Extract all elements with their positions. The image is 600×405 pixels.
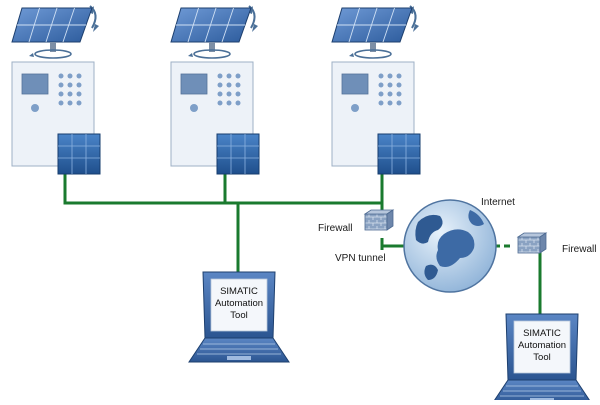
laptop-1-line-2: Automation: [214, 298, 264, 309]
laptop-1-screen-text: SIMATIC Automation Tool: [204, 286, 274, 322]
firewall-right-label: Firewall: [562, 244, 597, 255]
laptop-1-line-3: Tool: [230, 310, 248, 321]
solar-station-3: [331, 5, 421, 175]
laptop-1-line-1: SIMATIC: [220, 286, 258, 297]
vpn-tunnel-label: VPN tunnel: [335, 253, 386, 264]
internet-label: Internet: [481, 197, 515, 208]
laptop-2-line-2: Automation: [517, 340, 567, 351]
laptop-2-line-3: Tool: [533, 352, 551, 363]
laptop-2-screen-text: SIMATIC Automation Tool: [507, 328, 577, 364]
firewall-right-icon: [517, 232, 547, 254]
laptop-2-line-1: SIMATIC: [523, 328, 561, 339]
solar-station-2: [170, 5, 260, 175]
globe-icon: [403, 199, 497, 293]
bus-line: [63, 172, 382, 205]
firewall-left-label: Firewall: [318, 223, 353, 234]
solar-station-1: [11, 5, 101, 175]
firewall-left-icon: [364, 209, 394, 231]
